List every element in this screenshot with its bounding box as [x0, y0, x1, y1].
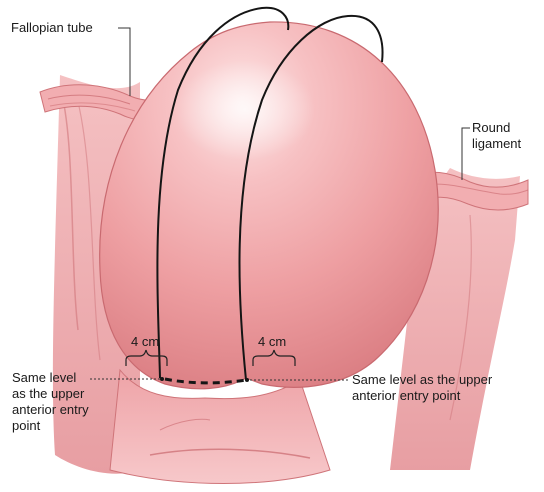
left-entry-label: Same level as the upper anterior entry p… — [12, 370, 89, 434]
left-distance-label: 4 cm — [131, 335, 159, 349]
fallopian-tube-label: Fallopian tube — [11, 20, 93, 36]
right-distance-label: 4 cm — [258, 335, 286, 349]
round-ligament-label: Round ligament — [472, 120, 521, 152]
round-ligament-leader — [462, 128, 470, 180]
fallopian-tube-leader — [118, 28, 130, 96]
right-entry-label: Same level as the upper anterior entry p… — [352, 372, 492, 404]
